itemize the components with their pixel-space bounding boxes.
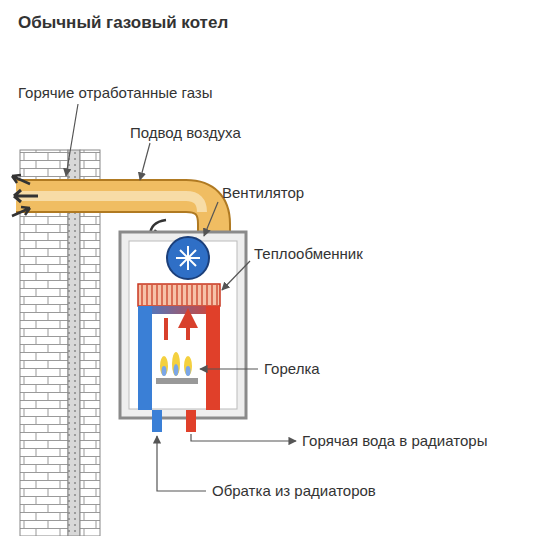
part-label: Вентилятор <box>222 184 304 202</box>
fin <box>146 285 147 305</box>
exhaust-out-arrow <box>12 175 30 184</box>
fin <box>161 285 162 305</box>
flow-channel <box>206 306 220 410</box>
part-label: Подвод воздуха <box>130 124 241 142</box>
fin <box>196 285 197 305</box>
fin <box>201 285 202 305</box>
part-label: Горячая вода в радиаторы <box>302 432 487 450</box>
leader-line <box>66 104 78 176</box>
leader-line <box>140 143 150 180</box>
burner <box>156 378 198 384</box>
fin <box>216 285 217 305</box>
fin <box>151 285 152 305</box>
diagram-title: Обычный газовый котел <box>18 14 228 32</box>
fin <box>191 285 192 305</box>
fin <box>211 285 212 305</box>
part-label: Горячие отработанные газы <box>18 84 213 102</box>
burner-flames <box>160 352 192 376</box>
part-label: Обратка из радиаторов <box>212 482 376 500</box>
return-pipe <box>152 410 162 432</box>
fin <box>176 285 177 305</box>
fin <box>206 285 207 305</box>
fin <box>181 285 182 305</box>
leader-line <box>222 261 250 290</box>
part-label: Теплообменник <box>254 245 363 263</box>
return-channel <box>138 306 152 410</box>
exhaust-pipe <box>16 196 202 212</box>
fin <box>166 285 167 305</box>
leader-line <box>191 434 296 441</box>
boiler-housing <box>120 232 246 418</box>
exhaust-arrow <box>14 190 38 202</box>
heat-arrows <box>166 318 188 340</box>
exchanger-fins <box>142 285 217 305</box>
fan-blades <box>176 246 200 270</box>
part-label: Горелка <box>264 360 320 378</box>
fin <box>156 285 157 305</box>
air-in-arrow <box>12 207 30 216</box>
heat-exchanger <box>138 284 220 306</box>
leader-line <box>157 436 206 491</box>
leader-line <box>204 202 218 236</box>
flow-pipe <box>186 410 196 432</box>
leader-line <box>200 368 258 369</box>
fin <box>186 285 187 305</box>
fan <box>167 237 209 279</box>
fin <box>141 285 142 305</box>
fin <box>171 285 172 305</box>
